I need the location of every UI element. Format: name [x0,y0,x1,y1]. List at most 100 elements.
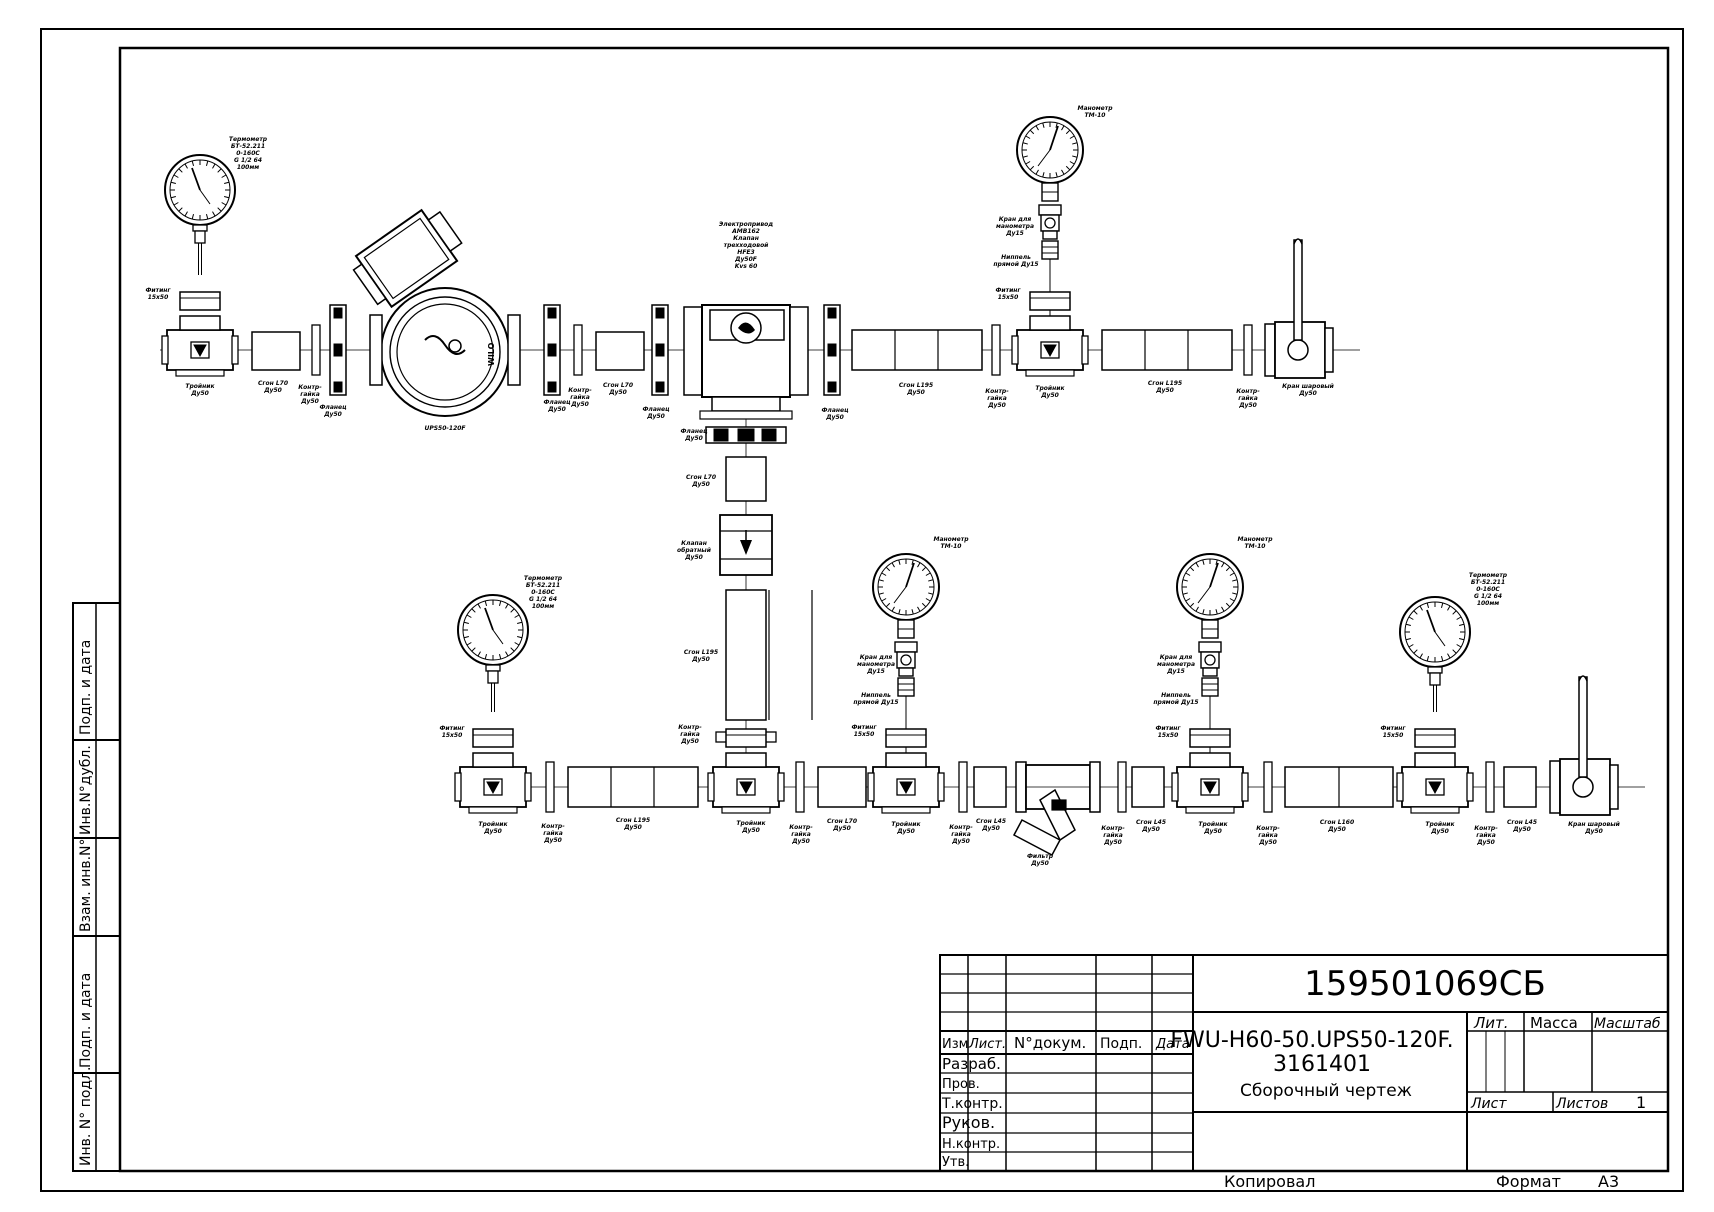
lock-nut [1263,761,1273,813]
svg-text:Тройник: Тройник [478,821,508,828]
svg-text:Ду50: Ду50 [646,413,665,420]
svg-text:Контр-: Контр- [541,823,565,830]
svg-text:Манометр: Манометр [1237,536,1273,543]
side-podp-data-1: Подп. и дата [78,640,94,735]
svg-text:Ду50: Ду50 [608,389,627,396]
ball-valve [1549,760,1561,814]
svg-text:Фитинг: Фитинг [1380,725,1406,732]
svg-text:Ду15: Ду15 [866,668,885,675]
svg-text:ТМ-10: ТМ-10 [941,543,962,550]
svg-text:Сгон L70: Сгон L70 [686,474,716,481]
svg-text:AMB162: AMB162 [731,228,760,235]
listov-value: 1 [1636,1093,1646,1112]
svg-text:Ду50: Ду50 [1030,860,1049,867]
pipe-segment [1101,329,1233,371]
pipeline-parts: WILO [161,116,1619,857]
svg-text:Ду50: Ду50 [691,656,710,663]
format-label: Формат [1496,1172,1561,1191]
tee-insert-icon [486,781,500,795]
three-way-valve-label: ЭлектроприводAMB162КлапантрехходовойHFE3… [719,221,773,270]
pump-motor [352,208,463,309]
svg-text:гайка: гайка [570,394,590,401]
svg-text:Ду15: Ду15 [1005,230,1024,237]
svg-text:Фитинг: Фитинг [145,287,171,294]
svg-text:Контр-: Контр- [678,724,702,731]
svg-text:Ду50: Ду50 [1203,828,1222,835]
svg-text:обратный: обратный [677,547,712,554]
svg-text:Сгон L195: Сгон L195 [684,649,718,656]
fitting [1189,728,1231,748]
pump-logo-icon [424,335,466,355]
svg-text:Фитинг: Фитинг [439,725,465,732]
svg-text:гайка: гайка [987,395,1007,402]
svg-text:БТ-52.211: БТ-52.211 [526,582,560,589]
svg-text:Фильтр: Фильтр [1027,853,1054,860]
svg-text:Ду15: Ду15 [1166,668,1185,675]
svg-text:Фланец: Фланец [642,406,670,413]
list-label: Лист [1470,1096,1507,1112]
tee-insert-icon [899,781,913,795]
drawing-name-1: FWU-H60-50.UPS50-120F. [1170,1028,1453,1053]
svg-text:гайка: гайка [1103,832,1123,839]
svg-text:Ду50: Ду50 [791,838,810,845]
svg-text:Тройник: Тройник [1425,821,1455,828]
lock-nut [573,324,583,376]
row-ruk: Руков. [942,1113,995,1132]
svg-text:БТ-52.211: БТ-52.211 [231,143,265,150]
svg-text:Ду50: Ду50 [1258,839,1277,846]
pump-label: UPS50-120F [424,425,466,432]
svg-text:Ниппель: Ниппель [861,692,891,699]
svg-text:Фланец: Фланец [319,404,347,411]
pipe-segment [817,766,867,808]
svg-text:Сгон L70: Сгон L70 [258,380,288,387]
svg-text:Ду50: Ду50 [691,481,710,488]
tee-insert-icon [739,781,753,795]
svg-text:Ду50: Ду50 [1584,828,1603,835]
svg-text:Клапан: Клапан [681,540,707,547]
side-stamp: Подп. и дата Инв.N°дубл. Взам. инв.N° По… [72,602,121,1172]
svg-text:Фланец: Фланец [821,407,849,414]
svg-text:Кран для: Кран для [1160,654,1193,661]
svg-text:0-160С: 0-160С [1476,586,1500,593]
svg-text:Ду50: Ду50 [1298,390,1317,397]
svg-text:Ду50: Ду50 [680,738,699,745]
svg-text:Ду50: Ду50 [906,389,925,396]
pump-brand: WILO [487,342,496,366]
svg-text:Контр-: Контр- [1256,825,1280,832]
lit-label: Лит. [1473,1014,1509,1032]
filter [1015,761,1027,813]
svg-text:Манометр: Манометр [933,536,969,543]
drawing-name-2: 3161401 [1273,1052,1371,1077]
row-razrab: Разраб. [942,1055,1001,1073]
svg-text:гайка: гайка [1238,395,1258,402]
svg-text:15х50: 15х50 [148,294,169,301]
